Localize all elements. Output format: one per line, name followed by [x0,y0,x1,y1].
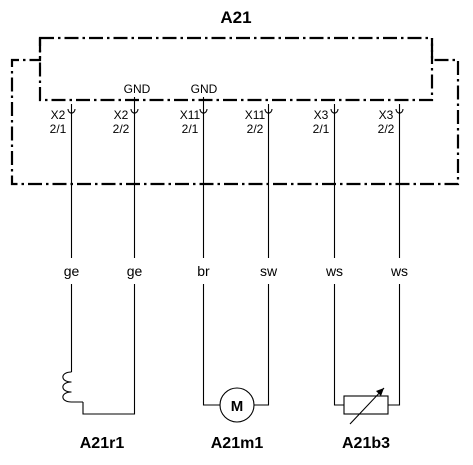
pin-number-label: 2/1 [313,122,330,136]
pin-connector-label: X2 [51,108,66,122]
wire-5 [333,113,344,406]
pin-3: GND X11 2/1 [180,82,218,136]
pin-connector-label: X3 [379,108,394,122]
pin-fork-icon [67,104,76,114]
pin-number-label: 2/2 [247,122,264,136]
pin-connector-label: X2 [114,108,129,122]
wire-color-label: br [197,263,210,279]
wire-labels: ge ge br sw ws ws [64,263,408,279]
pin-6: X3 2/2 [378,108,395,136]
connector-pins: X2 2/1 GND X2 2/2 GND X11 2/1 X11 2/2 X3… [50,82,395,136]
wire-3 [202,113,220,406]
pin-number-label: 2/2 [378,122,395,136]
wire-color-label: ge [127,263,143,279]
wire-6 [388,113,401,406]
pin-2: GND X2 2/2 [113,82,151,136]
pin-fork-icon [264,104,273,114]
pin-4: X11 2/2 [245,108,266,136]
wire-color-label: ws [325,263,343,279]
motor-symbol-text: M [231,398,244,415]
pin-fork-icon [130,104,139,114]
pin-connector-label: X11 [245,108,266,122]
wire-color-label: ws [390,263,408,279]
module-enclosure [10,36,460,186]
pin-fork-icon [330,104,339,114]
pin-connector-label: X11 [180,108,201,122]
wire-color-label: sw [260,263,278,279]
coil-icon [62,352,83,403]
component-label-a21b3: A21b3 [342,435,390,452]
pin-number-label: 2/1 [50,122,67,136]
wire-4 [254,113,270,406]
module-title: A21 [220,8,251,27]
component-label-a21r1: A21r1 [80,435,125,452]
component-label-a21m1: A21m1 [211,435,264,452]
wire-2 [82,113,136,415]
variable-resistor-icon [343,387,389,425]
pin-number-label: 2/1 [182,122,199,136]
wire-color-label: ge [64,263,80,279]
wires [70,113,401,415]
pin-fork-icon [199,104,208,114]
pin-number-label: 2/2 [113,122,130,136]
pin-1: X2 2/1 [50,108,67,136]
pin-connector-label: X3 [314,108,329,122]
pin-gnd-label: GND [191,82,218,96]
pin-fork-icon [395,104,404,114]
pin-5: X3 2/1 [313,108,330,136]
pin-gnd-label: GND [124,82,151,96]
motor-icon: M [219,387,255,423]
